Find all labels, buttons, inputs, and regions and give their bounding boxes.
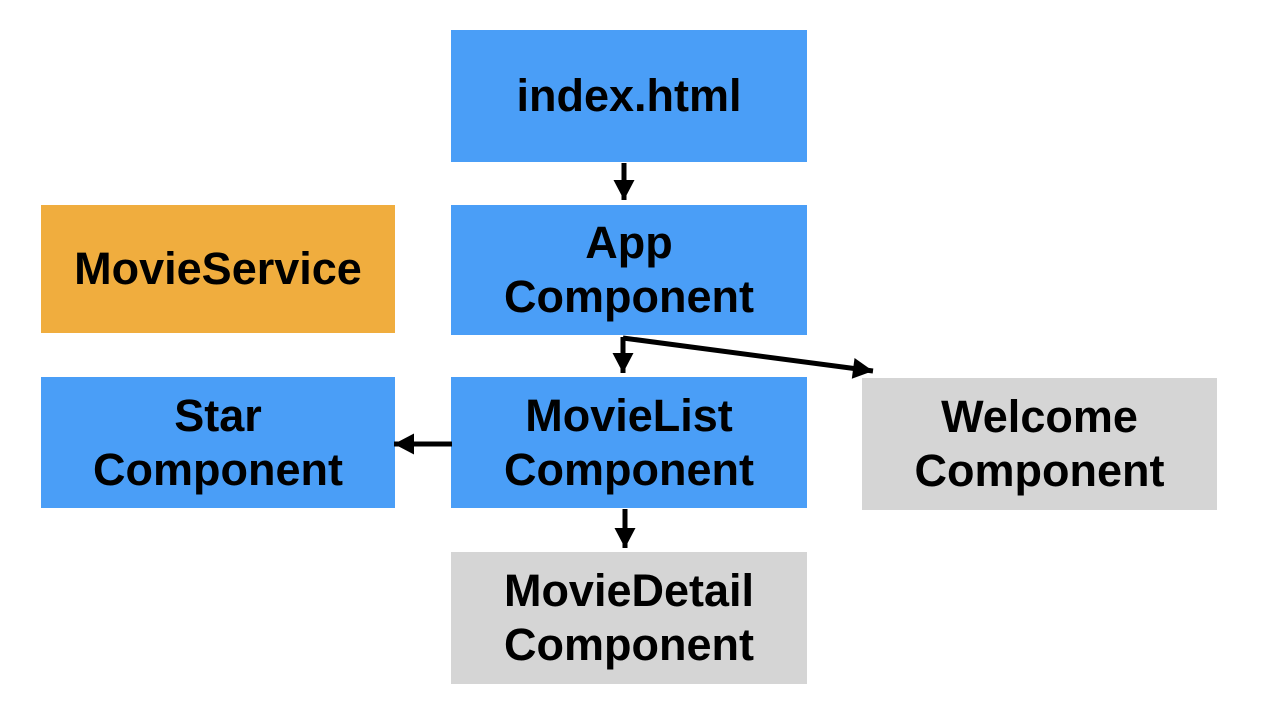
- node-index-html-label: index.html: [516, 70, 742, 121]
- node-app-component-label: App: [585, 217, 673, 268]
- node-star-component-label: Star: [174, 389, 262, 441]
- node-moviedetail-component-label: Component: [504, 619, 754, 670]
- node-movie-service: MovieService: [41, 205, 395, 333]
- node-app-component-label: Component: [504, 271, 754, 322]
- node-welcome-component-label: Welcome: [941, 391, 1138, 442]
- node-welcome-component-label: Component: [914, 445, 1165, 496]
- edge-app-to-welcome: [622, 335, 874, 379]
- node-star-component-label: Component: [93, 443, 343, 495]
- node-index-html: index.html: [451, 30, 807, 162]
- node-movielist-component-label: Component: [504, 443, 754, 495]
- node-moviedetail-component-label: MovieDetail: [503, 565, 755, 616]
- node-movie-service-label: MovieService: [74, 243, 362, 294]
- node-movielist-component-label: MovieList: [525, 389, 733, 441]
